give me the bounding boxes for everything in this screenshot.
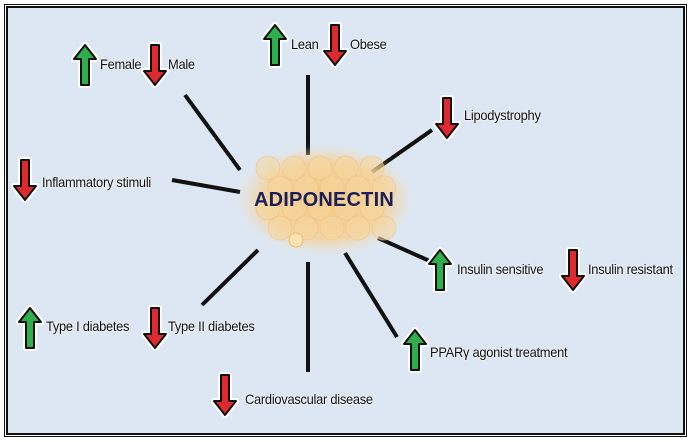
- label-type2-diabetes: Type II diabetes: [168, 318, 255, 334]
- label-cardiovascular-disease: Cardiovascular disease: [245, 391, 373, 407]
- label-ppar-agonist: PPARγ agonist treatment: [430, 344, 568, 360]
- down-arrow-icon-obese: [321, 22, 349, 68]
- connector-line: [200, 248, 260, 307]
- label-insulin-resistant: Insulin resistant: [588, 261, 673, 277]
- label-lean: Lean: [291, 36, 319, 52]
- label-female: Female: [100, 56, 142, 72]
- adipocyte-cluster-image: [237, 145, 413, 255]
- down-arrow-icon-insulin-resistant: [559, 247, 587, 293]
- connector-line: [377, 236, 433, 264]
- central-title: ADIPONECTIN: [254, 189, 394, 211]
- label-insulin-sensitive: Insulin sensitive: [457, 261, 544, 277]
- label-obese: Obese: [350, 36, 387, 52]
- up-arrow-icon-insulin-sensitive: [426, 247, 454, 293]
- up-arrow-icon-lean: [261, 22, 289, 68]
- label-male: Male: [168, 56, 195, 72]
- down-arrow-icon-type2: [141, 305, 169, 351]
- down-arrow-icon-cardio: [211, 372, 239, 418]
- connector-line: [343, 251, 399, 339]
- down-arrow-icon-male: [141, 42, 169, 88]
- label-lipodystrophy: Lipodystrophy: [464, 107, 541, 123]
- connector-line: [183, 93, 242, 172]
- up-arrow-icon-female: [71, 42, 99, 88]
- label-inflammatory-stimuli: Inflammatory stimuli: [42, 174, 152, 190]
- up-arrow-icon-ppar: [401, 327, 429, 373]
- down-arrow-icon-inflammatory: [11, 157, 39, 203]
- up-arrow-icon-type1: [16, 305, 44, 351]
- label-type1-diabetes: Type I diabetes: [46, 318, 130, 334]
- connector-line: [171, 178, 241, 194]
- down-arrow-icon-lipodystrophy: [433, 95, 461, 141]
